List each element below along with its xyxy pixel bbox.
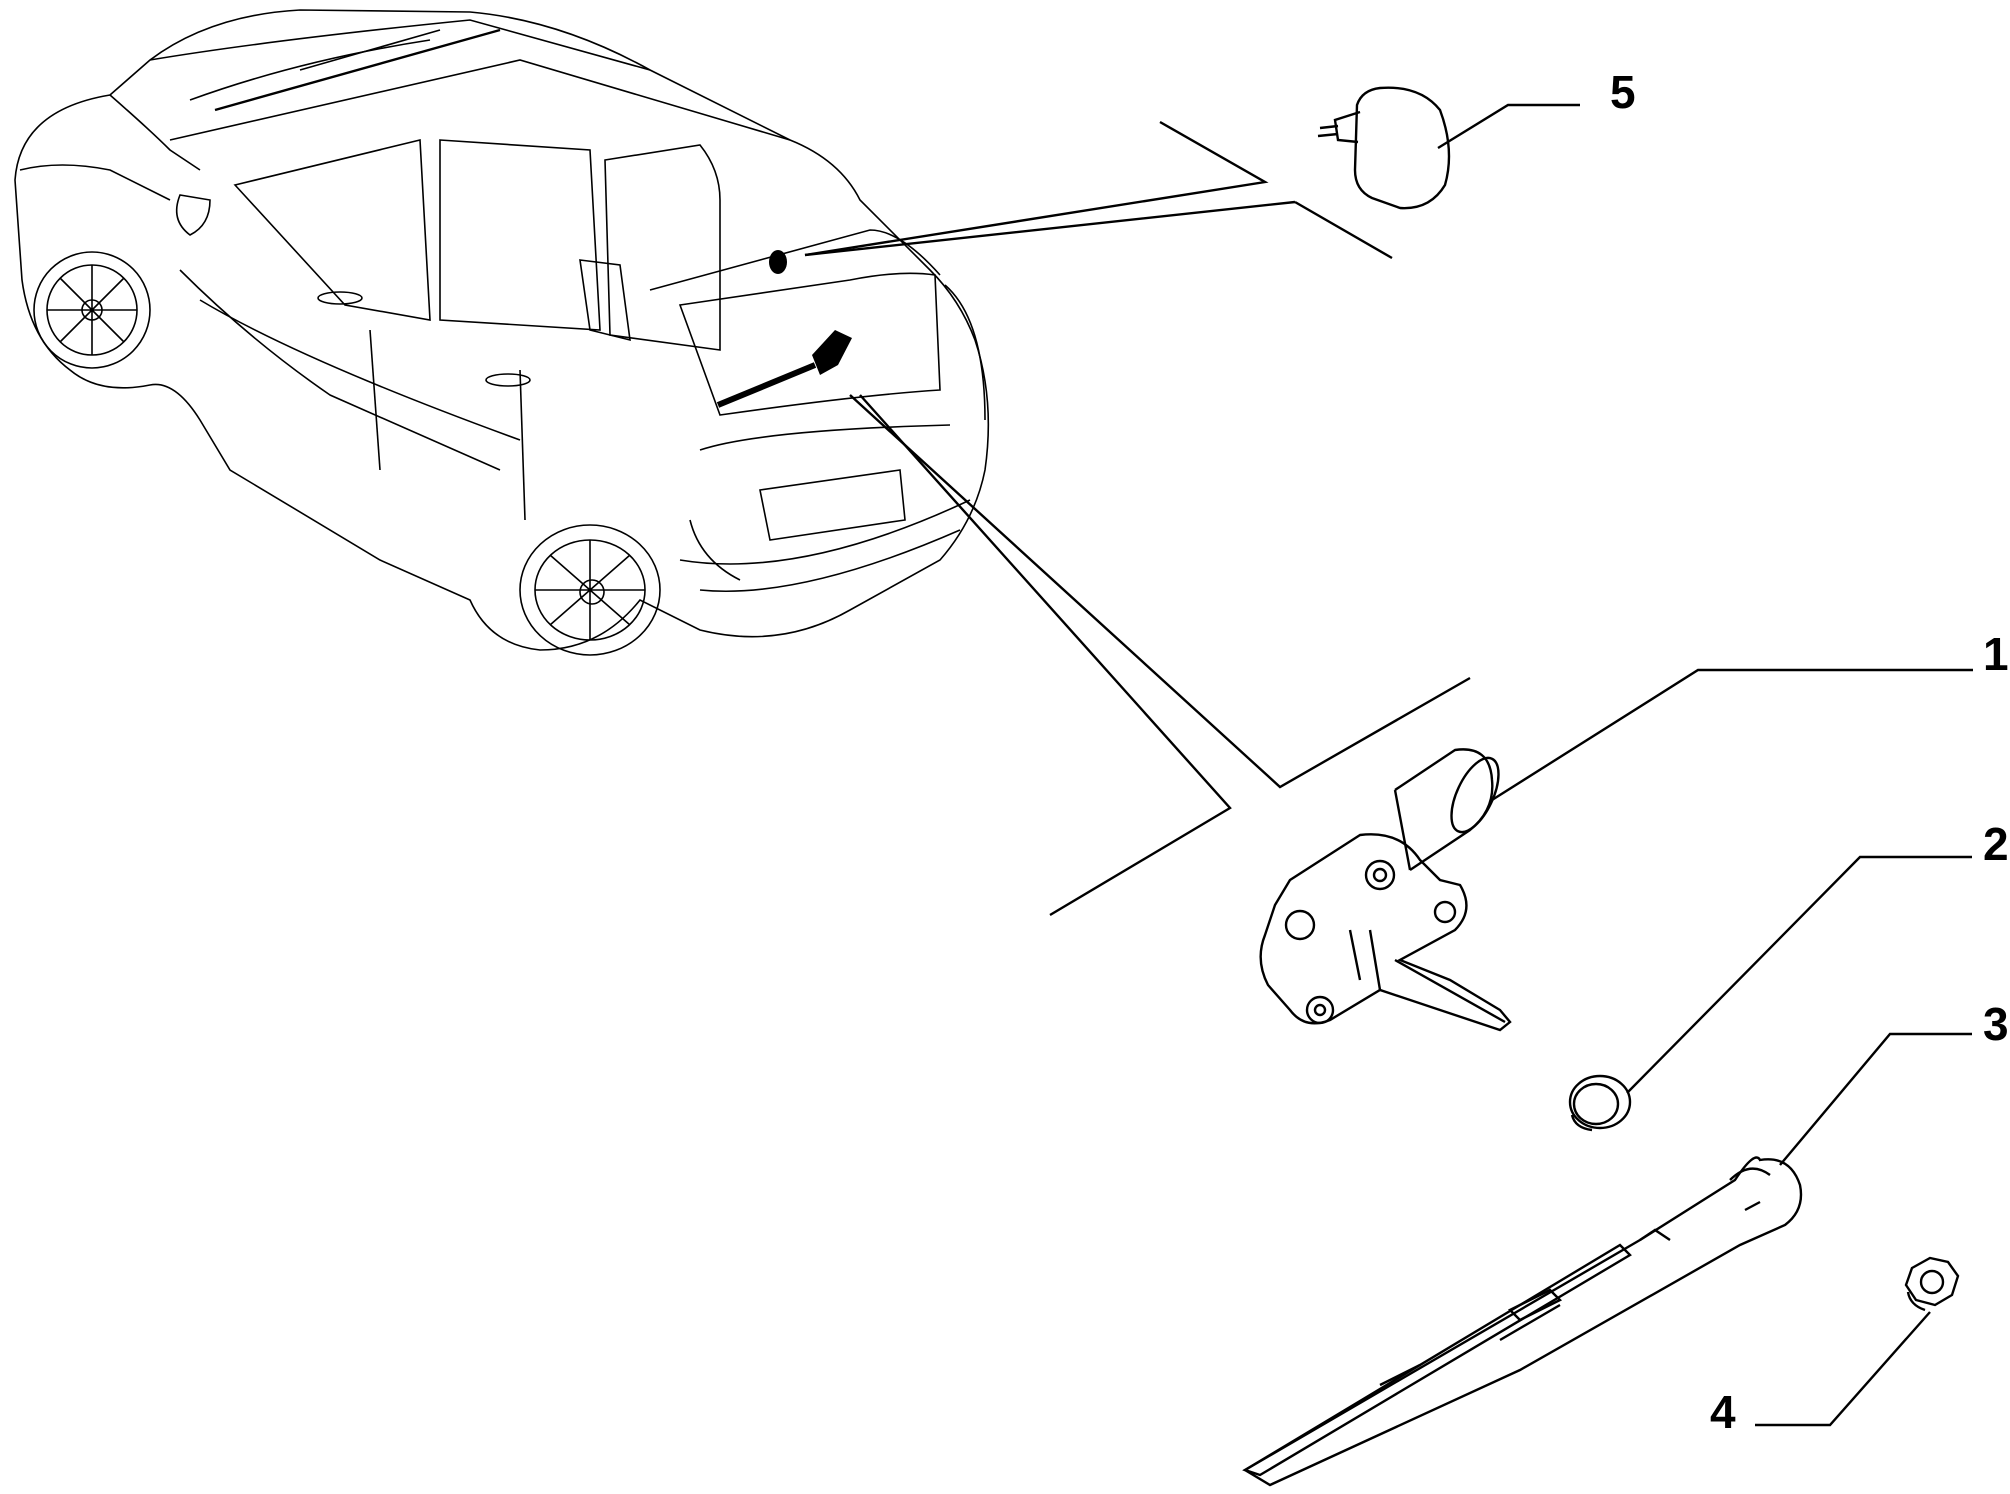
callout-labels: 5 1 2 3 4: [1610, 66, 2009, 1438]
wiper-motor-part: [1259, 748, 1512, 1032]
callout-2: 2: [1983, 818, 2009, 870]
wiper-arm-blade-part: [1242, 1156, 1803, 1487]
callout-3: 3: [1983, 998, 2009, 1050]
car-rear-wiper-highlight: [716, 250, 852, 408]
callout-1: 1: [1983, 628, 2009, 680]
nut-part: [1904, 1256, 1960, 1312]
washer-nozzle-part: [1317, 86, 1451, 210]
callout-leaders: [1437, 103, 1973, 1427]
cap-part: [1568, 1074, 1632, 1132]
callout-5: 5: [1610, 66, 1636, 118]
perspective-lines: [804, 120, 1471, 917]
callout-4: 4: [1710, 1386, 1736, 1438]
car-illustration: [14, 9, 990, 656]
